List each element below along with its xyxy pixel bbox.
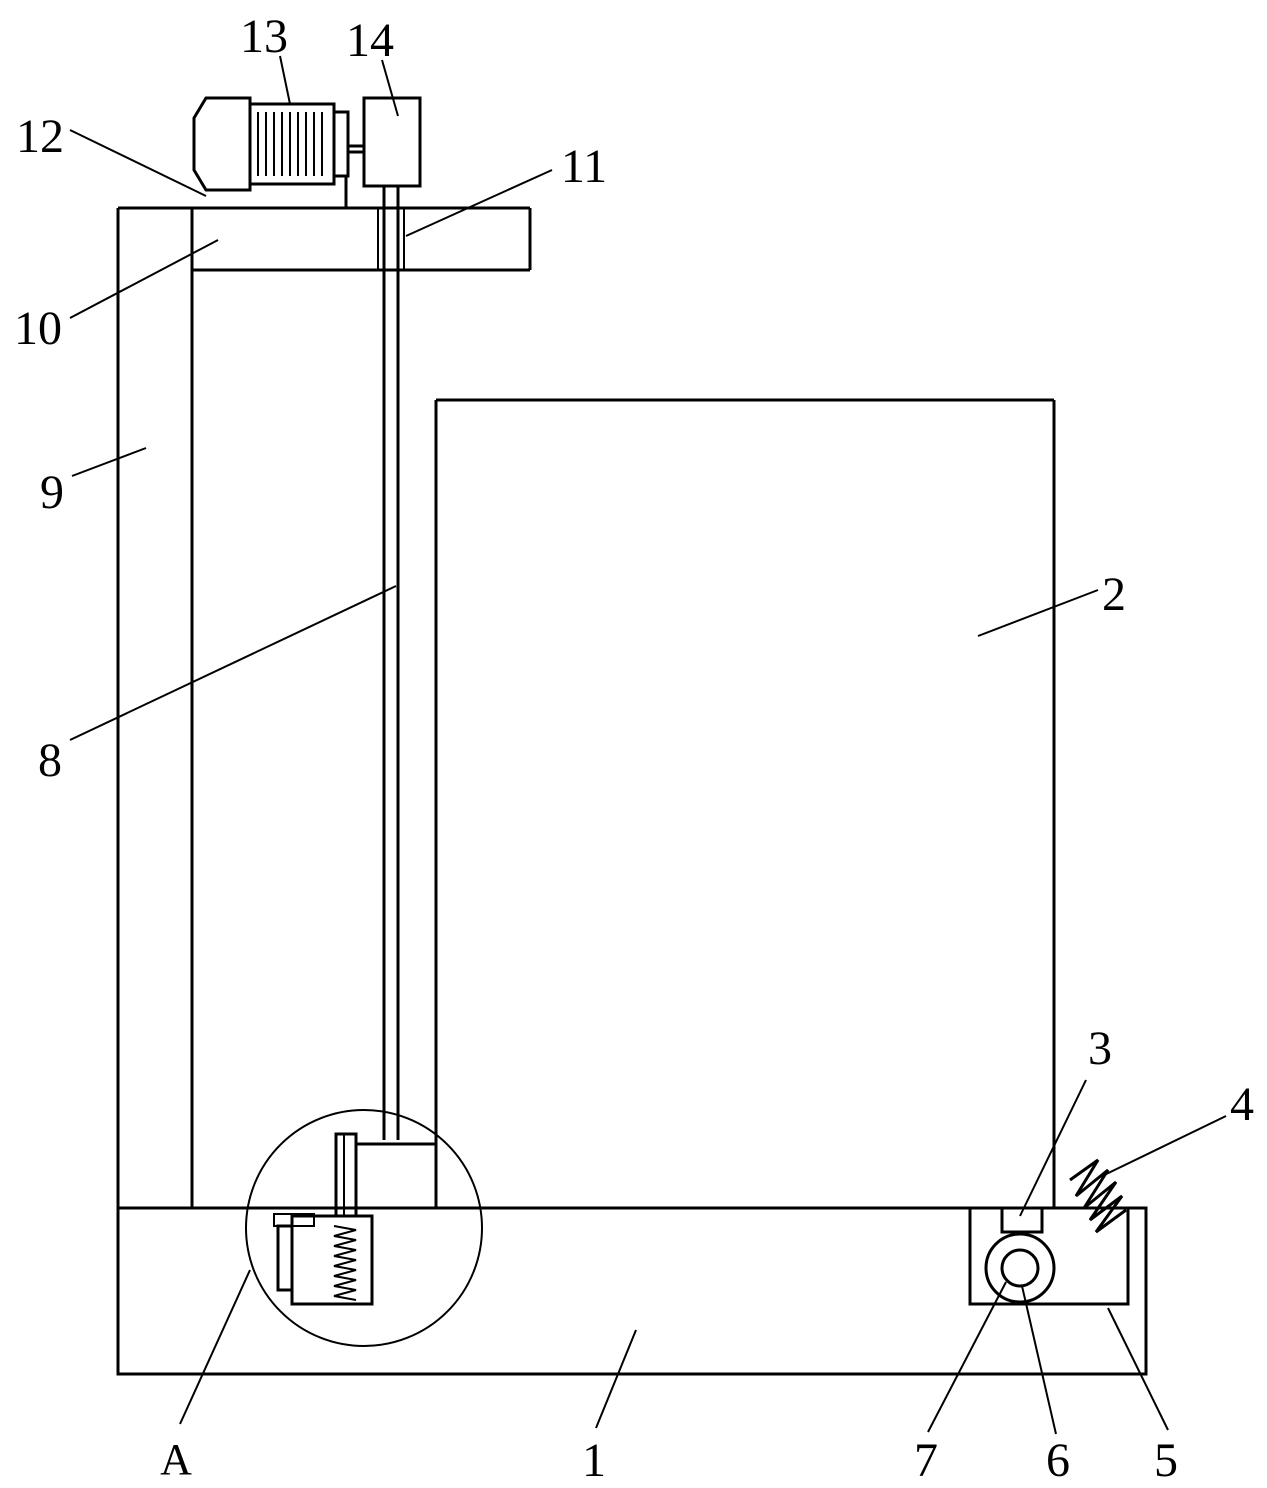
vertical-rod: [382, 186, 400, 1140]
label-7: 7: [914, 1434, 938, 1487]
label-10: 10: [14, 302, 62, 355]
label-1: 1: [582, 1434, 606, 1487]
label-9: 9: [40, 466, 64, 519]
leader-lines: [69, 55, 1227, 1435]
label-2: 2: [1102, 568, 1126, 621]
label-5: 5: [1154, 1434, 1178, 1487]
label-a: A: [160, 1435, 192, 1484]
labels: 1 2 3 4 5 6 7 8 9 10 11 12 13 14 A: [14, 10, 1254, 1487]
base-plate: [116, 1206, 1148, 1376]
coupling-box: [362, 96, 422, 188]
label-13: 13: [240, 10, 288, 63]
motor: [192, 96, 364, 208]
label-14: 14: [346, 14, 394, 67]
detail-a: [245, 1109, 483, 1347]
label-6: 6: [1046, 1434, 1070, 1487]
label-11: 11: [561, 140, 607, 193]
left-column: [116, 206, 530, 1208]
label-12: 12: [16, 110, 64, 163]
label-4: 4: [1230, 1078, 1254, 1131]
container: [434, 398, 1056, 1208]
right-mechanism: [968, 1158, 1130, 1306]
label-3: 3: [1088, 1022, 1112, 1075]
top-bar: [192, 208, 532, 272]
label-8: 8: [38, 734, 62, 787]
